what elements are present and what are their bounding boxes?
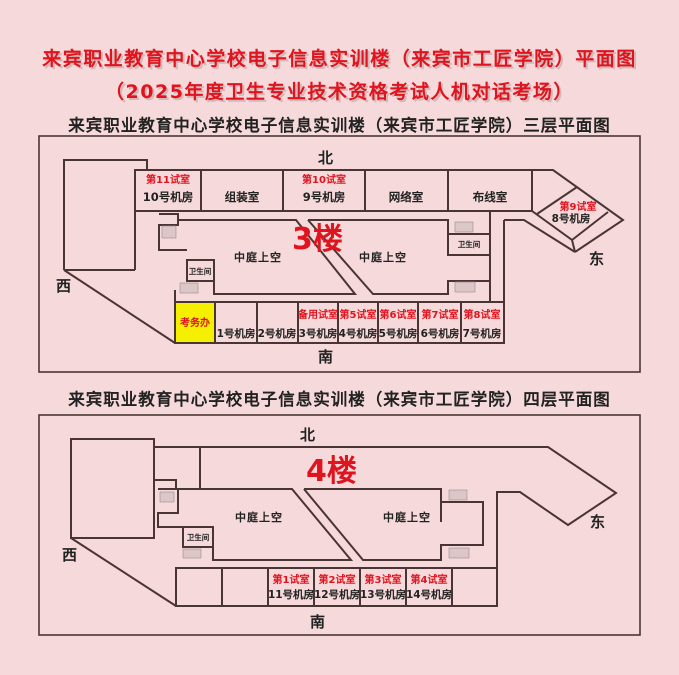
floor3-stair-icon bbox=[179, 282, 199, 294]
room-exam-label: 第3试室 bbox=[365, 573, 402, 586]
room-name-label: 组装室 bbox=[225, 190, 260, 204]
floor4-heading: 来宾职业教育中心学校电子信息实训楼（来宾市工匠学院）四层平面图 bbox=[68, 390, 611, 409]
floor4-floor-label: 4楼 bbox=[306, 454, 357, 489]
room-name-label: 布线室 bbox=[472, 190, 508, 204]
room-exam-label: 第8试室 bbox=[464, 308, 501, 321]
floor3-plan: 北 南 西 东 3楼 第11试室 10号机房 组装室 第10试室 9号机房 网络… bbox=[38, 135, 641, 373]
floor3-west-wing bbox=[63, 159, 148, 270]
room-name-label: 1号机房 bbox=[217, 327, 256, 340]
room-exam-label: 第9试室 bbox=[560, 200, 597, 213]
floor3-stair-icon bbox=[454, 281, 476, 293]
sub-title-exam: （2025年度卫生专业技术资格考试人机对话考场） bbox=[105, 81, 574, 103]
floor3-wall bbox=[536, 186, 578, 215]
floor4-west-wing bbox=[70, 438, 155, 539]
floor3-north-label: 北 bbox=[318, 149, 333, 167]
room-name-label: 4号机房 bbox=[339, 327, 378, 340]
floor3-stair-icon bbox=[161, 225, 177, 239]
room-exam-label: 第11试室 bbox=[146, 173, 190, 186]
floor4-atrium-right-label: 中庭上空 bbox=[383, 510, 431, 524]
floor3-stair-icon bbox=[454, 221, 474, 233]
floor4-stair-icon bbox=[159, 491, 175, 503]
room-exam-label: 第7试室 bbox=[422, 308, 459, 321]
floor3-east-wing bbox=[532, 169, 625, 253]
floor4-wall bbox=[153, 479, 177, 528]
floor3-east-label: 东 bbox=[589, 250, 604, 268]
floor3-wc-right-label: 卫生间 bbox=[458, 239, 481, 249]
floor3-heading: 来宾职业教育中心学校电子信息实训楼（来宾市工匠学院）三层平面图 bbox=[68, 116, 611, 135]
room-name-label: 12号机房 bbox=[314, 588, 360, 601]
room-exam-label: 备用试室 bbox=[297, 308, 338, 321]
main-title: 来宾职业教育中心学校电子信息实训楼（来宾市工匠学院）平面图 bbox=[42, 48, 637, 70]
room-exam-label: 第2试室 bbox=[319, 573, 356, 586]
room-exam-label: 第4试室 bbox=[411, 573, 448, 586]
floor3-office-label: 考务办 bbox=[180, 316, 210, 329]
floor3-south-row bbox=[174, 301, 505, 344]
room-name-label: 5号机房 bbox=[379, 327, 418, 340]
room-exam-label: 第10试室 bbox=[302, 173, 346, 186]
floor3-wc-left-box bbox=[186, 259, 215, 282]
floor4-south-row bbox=[175, 567, 498, 607]
room-name-label: 13号机房 bbox=[360, 588, 406, 601]
floor4-wc-left-box bbox=[182, 526, 214, 548]
floor3-atrium-left-label: 中庭上空 bbox=[234, 250, 282, 264]
floor3-frame bbox=[38, 135, 641, 373]
floor4-atrium-left bbox=[178, 488, 354, 561]
room-exam-label: 第1试室 bbox=[273, 573, 310, 586]
room-exam-label: 第6试室 bbox=[380, 308, 417, 321]
floor4-stair-icon bbox=[448, 547, 470, 559]
room-name-label: 8号机房 bbox=[552, 212, 591, 225]
floor4-stair-icon bbox=[448, 489, 468, 501]
room-name-label: 6号机房 bbox=[421, 327, 460, 340]
floor4-stair-icon bbox=[182, 548, 202, 559]
floor4-north-label: 北 bbox=[300, 426, 315, 444]
floor4-plan: 北 南 西 东 4楼 中庭上空 中庭上空 卫生间 第1试室 11号机房 第2试室… bbox=[38, 414, 641, 636]
floor3-wall bbox=[571, 211, 609, 241]
floor4-frame bbox=[38, 414, 641, 636]
room-name-label: 2号机房 bbox=[258, 327, 297, 340]
floor3-wall bbox=[158, 213, 187, 251]
floor3-atrium-left bbox=[178, 219, 358, 295]
floor4-wall bbox=[70, 537, 177, 607]
room-name-label: 7号机房 bbox=[463, 327, 502, 340]
floor4-atrium-left-label: 中庭上空 bbox=[235, 510, 283, 524]
floor3-floor-label: 3楼 bbox=[292, 222, 343, 257]
room-name-label: 3号机房 bbox=[299, 327, 338, 340]
floor4-wall bbox=[157, 488, 185, 528]
floor3-west-label: 西 bbox=[56, 277, 71, 295]
floor3-wc-left-label: 卫生间 bbox=[189, 266, 212, 276]
floor3-wall bbox=[63, 269, 176, 344]
floor4-atrium-right bbox=[303, 488, 484, 561]
floor3-atrium-right-label: 中庭上空 bbox=[359, 250, 407, 264]
floor4-east-label: 东 bbox=[590, 513, 605, 531]
floor4-west-label: 西 bbox=[62, 546, 77, 564]
floor4-north-band bbox=[154, 446, 618, 568]
floor4-wc-left-label: 卫生间 bbox=[187, 532, 210, 542]
room-name-label: 11号机房 bbox=[268, 588, 314, 601]
floor3-wc-right-box bbox=[447, 233, 491, 256]
room-name-label: 14号机房 bbox=[406, 588, 452, 601]
floor3-wall bbox=[504, 219, 576, 253]
room-name-label: 网络室 bbox=[389, 190, 424, 204]
room-name-label: 9号机房 bbox=[303, 190, 346, 204]
floor4-south-label: 南 bbox=[310, 613, 325, 631]
room-exam-label: 第5试室 bbox=[340, 308, 377, 321]
room-name-label: 10号机房 bbox=[143, 190, 194, 204]
floor3-south-label: 南 bbox=[318, 348, 333, 366]
